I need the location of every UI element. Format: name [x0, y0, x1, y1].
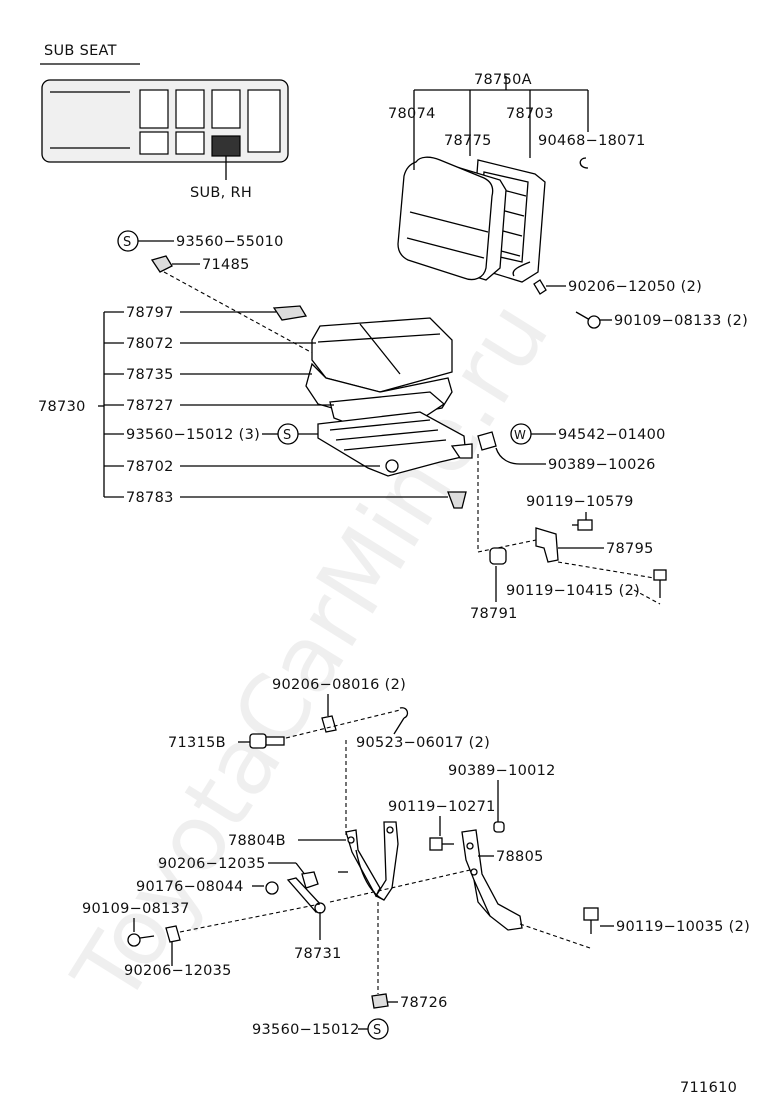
highlighted-seat — [211, 135, 241, 157]
dash-78795 — [477, 539, 537, 553]
part-78072: 78072 — [126, 336, 174, 352]
part-90109-08137: 90109−08137 — [82, 901, 190, 917]
part-90523-06017: 90523−06017 (2) — [356, 735, 490, 751]
dash-71485 — [163, 271, 319, 357]
part-78726: 78726 — [400, 995, 448, 1011]
s-symbol-label: S — [283, 428, 291, 443]
clip-78726-icon — [371, 993, 389, 1009]
cushion-90389-10026-icon — [477, 431, 497, 451]
part-78805: 78805 — [496, 849, 544, 865]
part-93560-15012-3: 93560−15012 (3) — [126, 427, 260, 443]
leg-78804B — [338, 821, 399, 901]
part-93560-55010: 93560−55010 — [176, 234, 284, 250]
nut-90206-08016-icon — [321, 715, 337, 733]
part-90119-10035: 90119−10035 (2) — [616, 919, 750, 935]
part-78730: 78730 — [38, 399, 86, 415]
pin-71315B-icon — [249, 733, 285, 749]
part-78797: 78797 — [126, 305, 174, 321]
bolt-90109-08133-icon — [575, 311, 601, 329]
part-90176-08044: 90176−08044 — [136, 879, 244, 895]
position-label: SUB, RH — [190, 185, 252, 201]
part-78750A: 78750A — [474, 72, 532, 88]
s-symbol-label: S — [123, 235, 131, 250]
cushion-78791-icon — [489, 547, 507, 565]
leg-78805 — [461, 829, 523, 931]
part-78791: 78791 — [470, 606, 518, 622]
nut-90176-08044-icon — [265, 881, 279, 895]
bolt-90109-08137-icon — [127, 933, 155, 947]
dash-left-lower — [179, 903, 321, 933]
part-90206-12035-b: 90206−12035 — [124, 963, 232, 979]
clip-90468-icon — [579, 157, 589, 169]
seatback-assembly — [397, 156, 546, 283]
part-90468-18071: 90468−18071 — [538, 133, 646, 149]
part-78795: 78795 — [606, 541, 654, 557]
seat-layout-schematic — [41, 79, 289, 180]
part-71485: 71485 — [202, 257, 250, 273]
seat-cushion-assembly — [272, 305, 473, 509]
part-90389-10026: 90389−10026 — [548, 457, 656, 473]
dash-90119-10035 — [519, 923, 591, 949]
leader-90523-06017 — [393, 717, 405, 735]
part-78775: 78775 — [444, 133, 492, 149]
part-71315B: 71315B — [168, 735, 226, 751]
nut-90206-12035-a-icon — [301, 871, 319, 889]
part-78727: 78727 — [126, 398, 174, 414]
nut-90206-12050-icon — [533, 279, 547, 295]
part-90119-10579: 90119−10579 — [526, 494, 634, 510]
section-title: SUB SEAT — [44, 43, 117, 59]
part-90109-08133: 90109−08133 (2) — [614, 313, 748, 329]
dash-71315B — [285, 709, 401, 739]
clip-90523-icon — [399, 707, 409, 719]
link-78731 — [286, 877, 326, 914]
bolt-90119-10415-icon — [653, 569, 667, 598]
clip-71485-icon — [150, 255, 173, 273]
dash-90119-10415 — [633, 589, 661, 605]
bolt-90119-10035-icon — [583, 907, 599, 934]
part-78074: 78074 — [388, 106, 436, 122]
part-90206-12035-a: 90206−12035 — [158, 856, 266, 872]
part-90389-10012: 90389−10012 — [448, 763, 556, 779]
part-78731: 78731 — [294, 946, 342, 962]
figure-number: 711610 — [680, 1080, 737, 1096]
leader-90389-10026 — [495, 447, 546, 465]
part-78703: 78703 — [506, 106, 554, 122]
s-symbol-label: S — [373, 1023, 381, 1038]
part-78804B: 78804B — [228, 833, 286, 849]
dash-cross — [329, 869, 471, 903]
part-90119-10415: 90119−10415 (2) — [506, 583, 640, 599]
part-90119-10271: 90119−10271 — [388, 799, 496, 815]
cushion-90389-10012-icon — [493, 821, 505, 833]
s-symbol-icon — [367, 1018, 389, 1040]
bolt-90119-10271-icon — [429, 837, 454, 851]
w-symbol-label: W — [514, 428, 526, 442]
bolt-90119-10579-icon — [572, 512, 593, 531]
part-94542-01400: 94542−01400 — [558, 427, 666, 443]
nut-90206-12035-b-icon — [165, 925, 181, 943]
part-78783: 78783 — [126, 490, 174, 506]
part-90206-08016: 90206−08016 (2) — [272, 677, 406, 693]
bracket-78795-icon — [535, 527, 559, 563]
part-78735: 78735 — [126, 367, 174, 383]
part-90206-12050: 90206−12050 (2) — [568, 279, 702, 295]
part-78702: 78702 — [126, 459, 174, 475]
part-93560-15012: 93560−15012 — [252, 1022, 360, 1038]
